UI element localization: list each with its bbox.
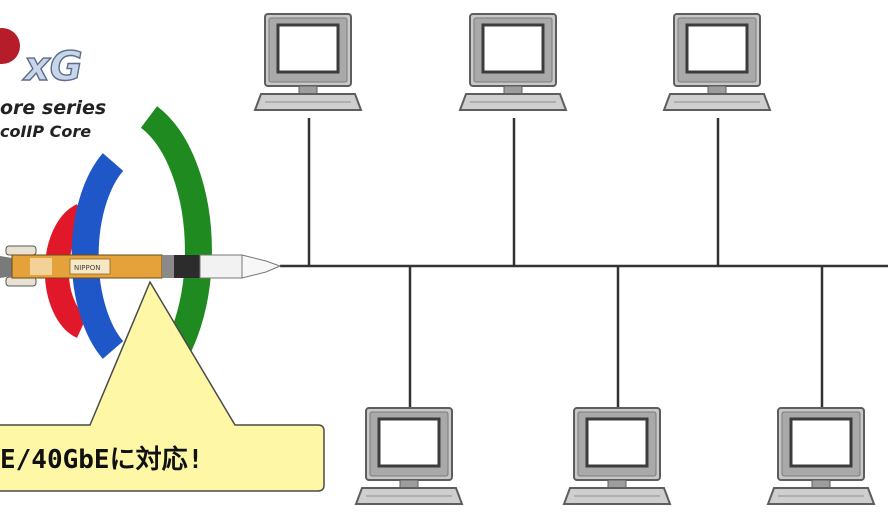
rocket-panel: [30, 258, 52, 275]
rocket-marking: NIPPON: [74, 264, 101, 272]
computer-top-2: [458, 12, 568, 112]
network-bus: [280, 118, 888, 410]
rocket-fairing: [199, 254, 243, 279]
computer-top-3: [662, 12, 772, 112]
product-logo: xG ore series coIIP Core: [0, 28, 106, 141]
computer-bottom-1: [354, 406, 464, 506]
logo-series-text: ore series: [0, 97, 106, 119]
computer-bottom-2: [562, 406, 672, 506]
logo-red-emblem: [0, 28, 20, 64]
rocket-booster-top: [5, 245, 37, 256]
computer-top-1: [253, 12, 363, 112]
rocket-second-stage: [174, 255, 200, 278]
callout-bubble: E/40GbEに対応!: [0, 280, 325, 492]
logo-core-text: coIIP Core: [0, 122, 91, 141]
callout-text: E/40GbEに対応!: [0, 444, 203, 475]
rocket-panel-label-bg: [69, 258, 111, 275]
rocket-engine: [0, 256, 12, 278]
computer-bottom-3: [766, 406, 876, 506]
rocket-interstage: [162, 255, 174, 278]
callout-shape: [0, 280, 325, 492]
logo-main-text: xG: [22, 44, 83, 90]
rocket-nose: [241, 254, 282, 279]
rocket-illustration: NIPPON: [0, 245, 282, 287]
